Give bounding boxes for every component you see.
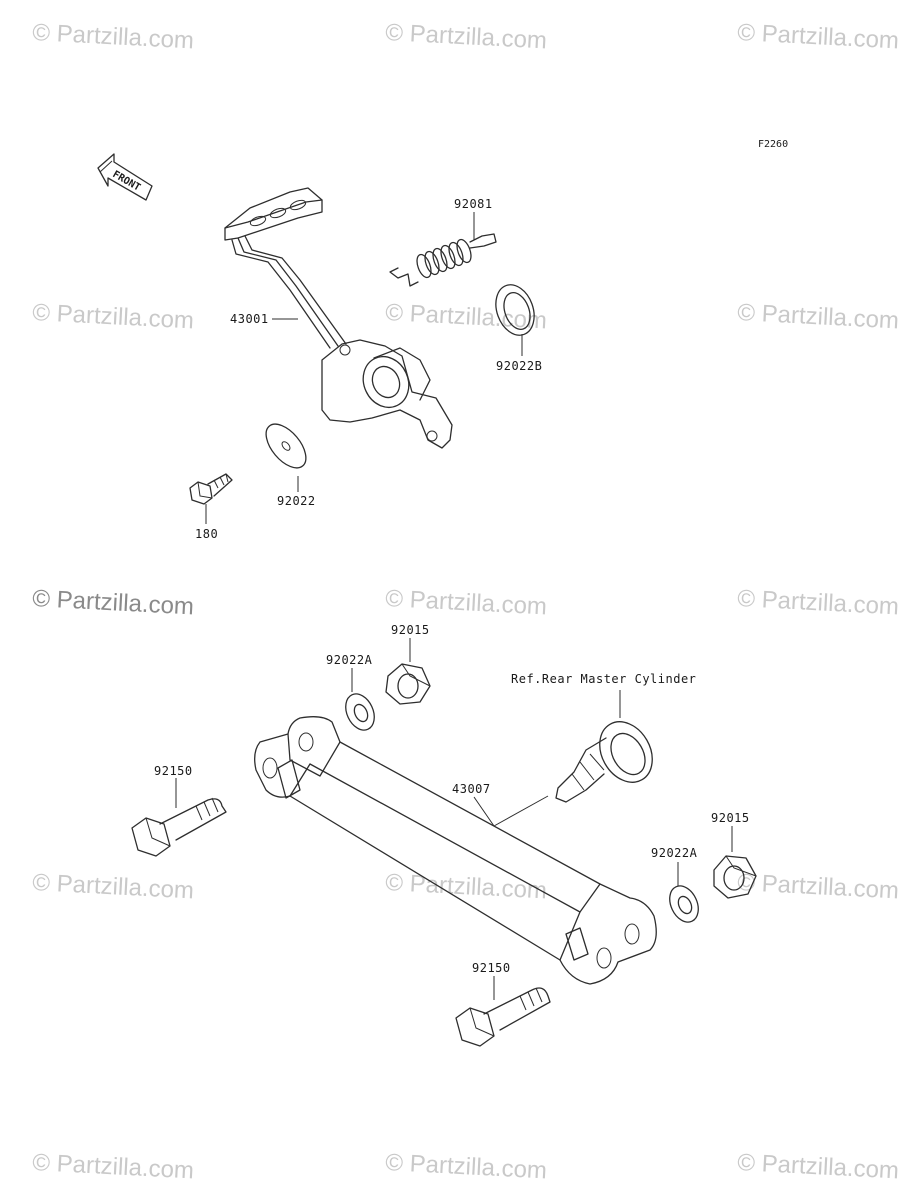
label-92022A-right[interactable]: 92022A [651,846,698,860]
brake-pedal-43001[interactable] [224,187,453,449]
watermark: © Partzilla.com [737,585,900,620]
label-92015-right[interactable]: 92015 [711,811,750,825]
watermark: © Partzilla.com [385,1149,548,1184]
watermark: © Partzilla.com [32,19,195,54]
watermark: © Partzilla.com [385,19,548,54]
label-92022[interactable]: 92022 [277,494,316,508]
watermark: © Partzilla.com [32,585,195,620]
washer-92022[interactable] [259,417,314,475]
label-92150-top[interactable]: 92150 [154,764,193,778]
label-43007[interactable]: 43007 [452,782,491,796]
washer-92022B[interactable] [489,279,541,340]
label-43001[interactable]: 43001 [230,312,269,326]
bolt-180[interactable] [189,473,233,505]
leader-43007 [473,796,495,827]
bolt-92150-bottom[interactable] [455,987,551,1047]
nut-92015-right[interactable] [713,855,757,899]
label-92022B[interactable]: 92022B [496,359,542,373]
leader-43007-ref [493,795,549,827]
label-92081[interactable]: 92081 [454,197,493,211]
master-cylinder-ref[interactable] [555,712,663,803]
watermark: © Partzilla.com [737,869,900,904]
label-92022A-top[interactable]: 92022A [326,653,373,667]
washer-92022A-right[interactable] [664,881,704,926]
watermark: © Partzilla.com [385,869,548,904]
watermark: © Partzilla.com [737,299,900,334]
label-180[interactable]: 180 [195,527,218,541]
watermarks: © Partzilla.com © Partzilla.com © Partzi… [32,19,900,1184]
washer-92022A-top[interactable] [340,689,380,734]
return-spring-92081[interactable] [389,233,497,287]
front-arrow-icon: FRONT [97,153,153,201]
bolt-92150-top[interactable] [131,797,227,857]
watermark: © Partzilla.com [32,299,195,334]
ref-note[interactable]: Ref.Rear Master Cylinder [511,672,696,686]
watermark: © Partzilla.com [32,1149,195,1184]
front-label: FRONT [111,169,143,194]
watermark: © Partzilla.com [385,585,548,620]
label-92150-bottom[interactable]: 92150 [472,961,511,975]
diagram-code: F2260 [758,139,788,150]
watermark: © Partzilla.com [737,19,900,54]
watermark: © Partzilla.com [32,869,195,904]
rod-43007[interactable] [254,716,657,985]
label-92015-top[interactable]: 92015 [391,623,430,637]
nut-92015-top[interactable] [385,663,431,705]
watermark: © Partzilla.com [737,1149,900,1184]
